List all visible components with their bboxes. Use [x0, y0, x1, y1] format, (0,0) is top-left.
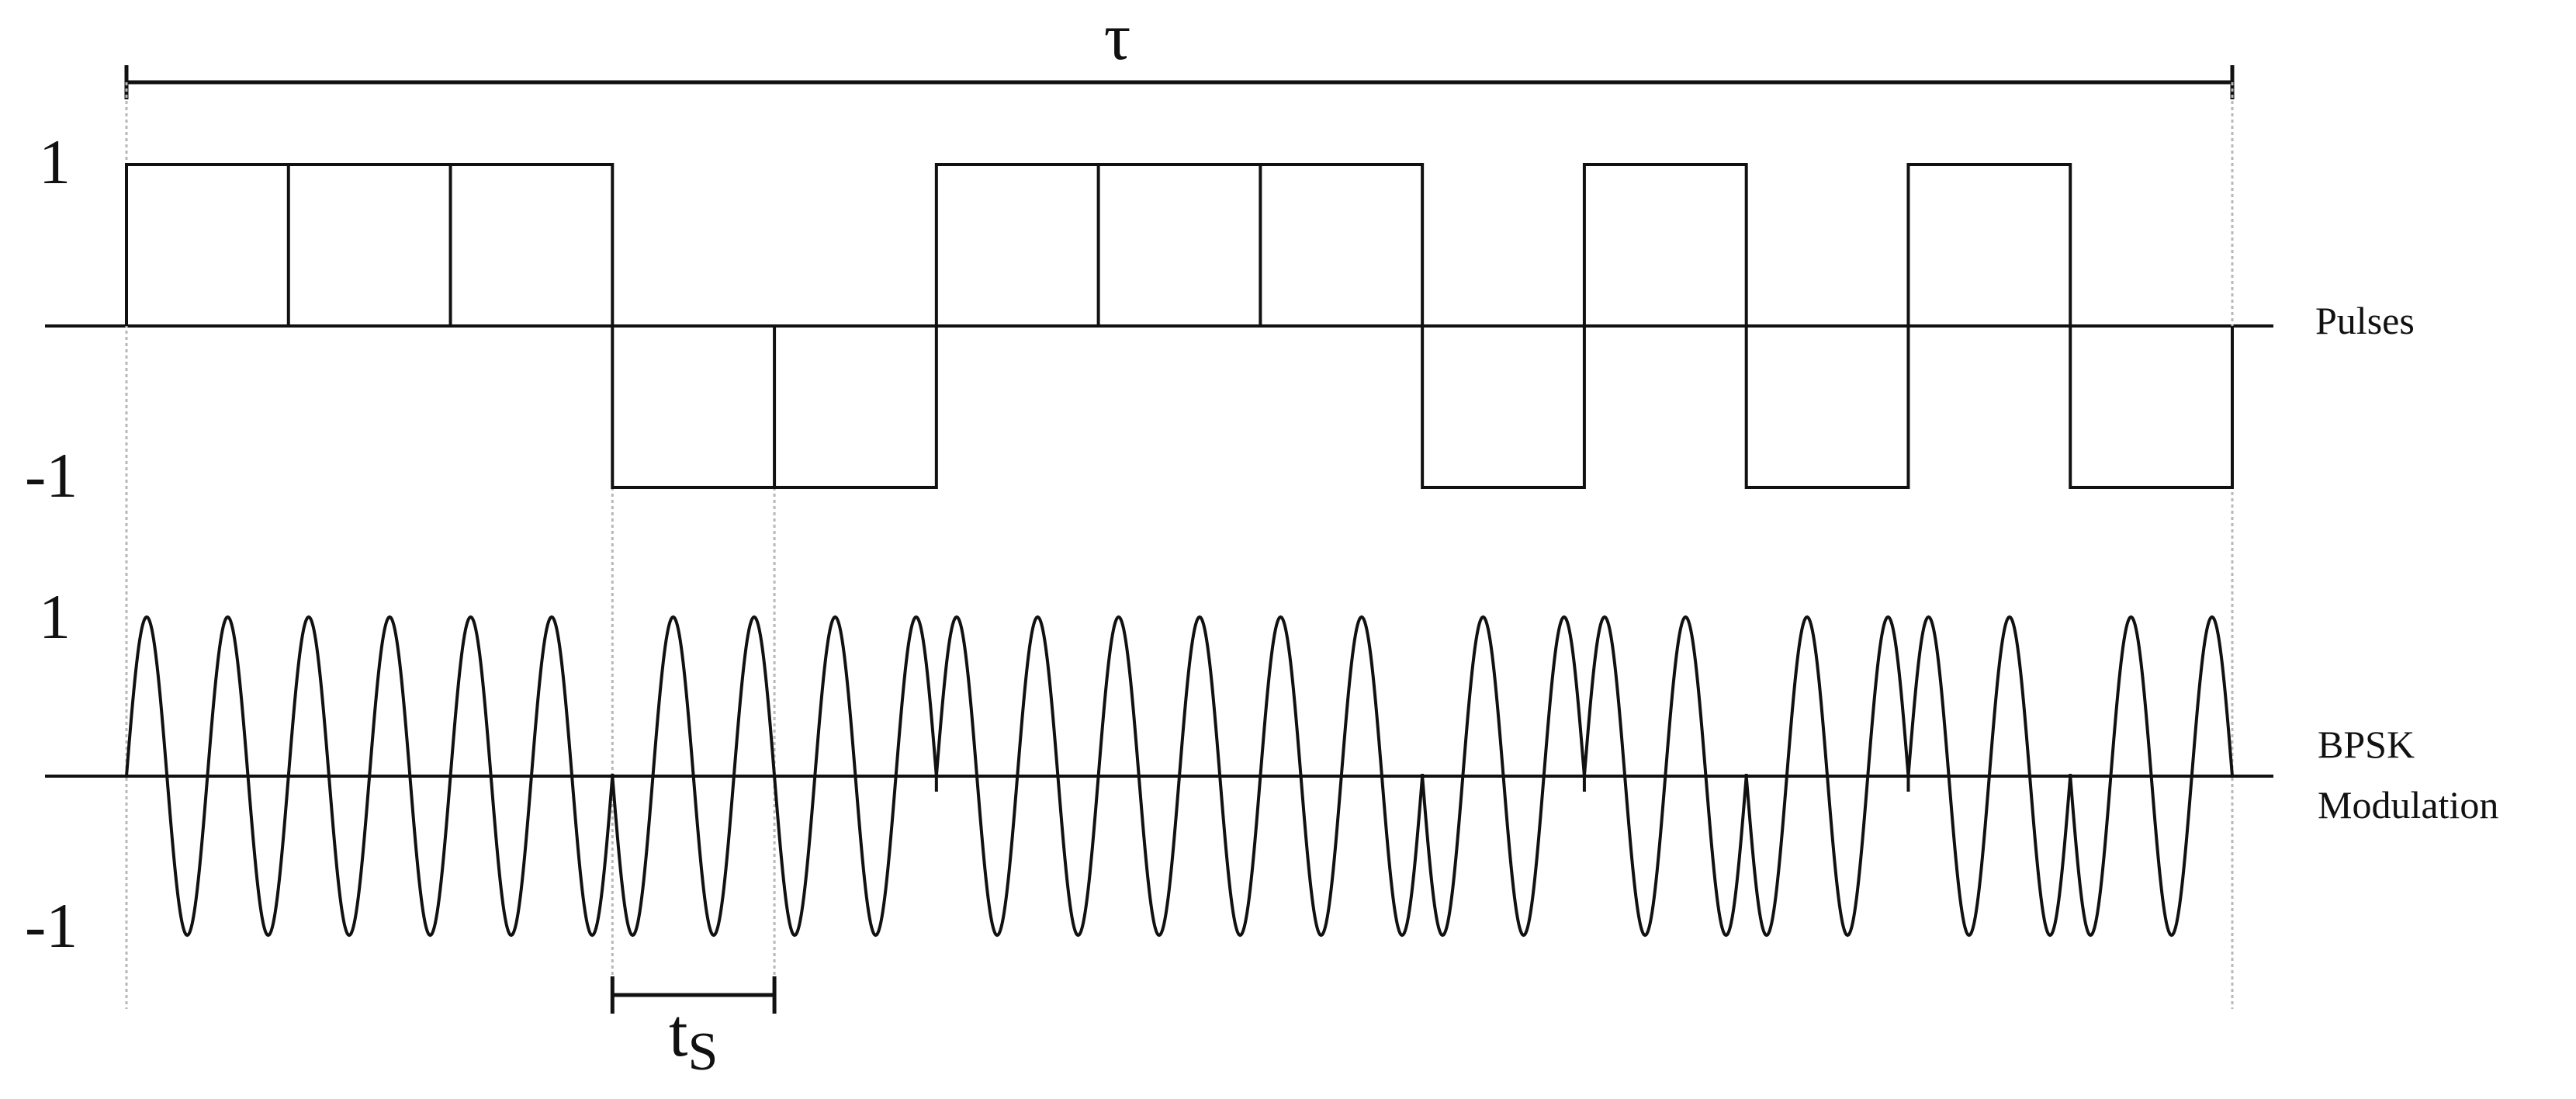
- bpsk-symbol-wave: [1744, 615, 1910, 938]
- bpsk-symbol-wave: [286, 615, 452, 938]
- bpsk-symbol-wave: [125, 615, 290, 938]
- ts-marker: tS: [610, 976, 777, 1082]
- bpsk-symbol-wave: [934, 615, 1100, 938]
- bpsk-symbol-wave: [1421, 615, 1586, 938]
- bpsk-symbol-wave: [1582, 615, 1748, 938]
- pulse-bit: [289, 165, 451, 326]
- bpsk-symbol-wave: [773, 615, 938, 938]
- bpsk-symbol-wave: [1906, 615, 2072, 938]
- ts-label-main: t: [669, 996, 687, 1071]
- pulse-low-label: -1: [25, 440, 78, 511]
- bpsk-symbol-wave: [448, 615, 615, 938]
- bpsk-label-line2: Modulation: [2318, 783, 2498, 827]
- guide-lines: [125, 82, 2234, 1009]
- wave-high-label: 1: [39, 581, 71, 652]
- pulses-label: Pulses: [2315, 299, 2415, 342]
- bpsk-waveform: [125, 615, 2234, 938]
- bpsk-symbol-wave: [1259, 615, 1425, 938]
- bpsk-symbol-wave: [611, 615, 777, 938]
- ts-label-sub: S: [687, 1022, 718, 1082]
- wave-low-label: -1: [25, 890, 78, 961]
- pulse-high-label: 1: [39, 127, 71, 197]
- pulse-bit: [1099, 165, 1261, 326]
- bpsk-label-line1: BPSK: [2318, 723, 2415, 766]
- ts-label: tS: [669, 996, 718, 1082]
- bpsk-symbol-wave: [2069, 615, 2234, 938]
- tau-span: τ: [124, 0, 2235, 99]
- pulse-bit: [612, 326, 774, 487]
- pulse-bit: [774, 326, 937, 487]
- bpsk-symbol-wave: [1096, 615, 1262, 938]
- pulse-outline: [125, 163, 2234, 489]
- pulse-train: [125, 163, 2234, 489]
- pulse-bit: [1584, 165, 1747, 326]
- pulse-bit: [2070, 326, 2232, 487]
- pulse-bit: [1747, 326, 1909, 487]
- pulse-bit: [1422, 326, 1584, 487]
- pulse-bit: [1260, 165, 1422, 326]
- pulse-bit: [937, 165, 1099, 326]
- tau-label: τ: [1104, 0, 1131, 74]
- pulse-bit: [451, 165, 613, 326]
- pulse-bit: [1908, 165, 2070, 326]
- pulse-bit: [126, 165, 289, 326]
